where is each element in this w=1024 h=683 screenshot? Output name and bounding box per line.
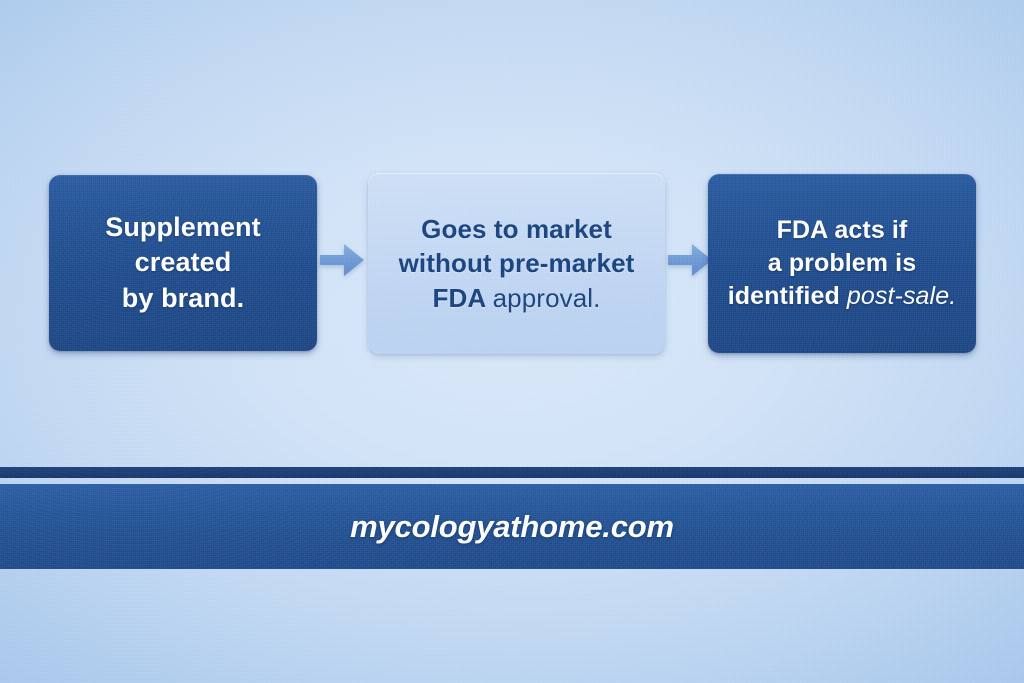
flow-step-2-line-1: Goes to market bbox=[421, 214, 612, 245]
flow-step-2-text: Goes to market without pre-market FDA ap… bbox=[368, 212, 665, 314]
flow-step-2-line-2: without pre-market bbox=[398, 248, 635, 279]
flow-step-3: FDA acts if a problem is identified post… bbox=[708, 174, 976, 353]
flow-step-1: Supplement created by brand. bbox=[49, 175, 317, 351]
website-label: mycologyathome.com bbox=[350, 508, 674, 544]
flow-step-1-line-3: by brand. bbox=[121, 282, 245, 313]
flow-step-2-line-3-regular: approval. bbox=[492, 282, 601, 313]
arrow-right-icon-2 bbox=[668, 243, 712, 277]
flow-step-2-line-3-bold: FDA bbox=[432, 282, 486, 313]
flow-step-3-line-3-italic: post-sale. bbox=[846, 281, 957, 310]
flow-step-1-line-1: Supplement bbox=[105, 211, 261, 242]
flow-step-3-line-3-bold: identified bbox=[727, 281, 840, 310]
flow-step-1-line-2: created bbox=[134, 247, 232, 278]
flow-step-1-text: Supplement created by brand. bbox=[49, 210, 317, 316]
flow-step-2: Goes to market without pre-market FDA ap… bbox=[368, 173, 665, 354]
flow-step-3-line-2: a problem is bbox=[767, 249, 917, 278]
arrow-right-icon-1 bbox=[320, 243, 364, 277]
flow-step-3-line-1: FDA acts if bbox=[776, 216, 908, 245]
footer-band: mycologyathome.com bbox=[0, 484, 1024, 569]
footer-divider-rule bbox=[0, 467, 1024, 478]
flow-step-3-text: FDA acts if a problem is identified post… bbox=[708, 214, 976, 312]
